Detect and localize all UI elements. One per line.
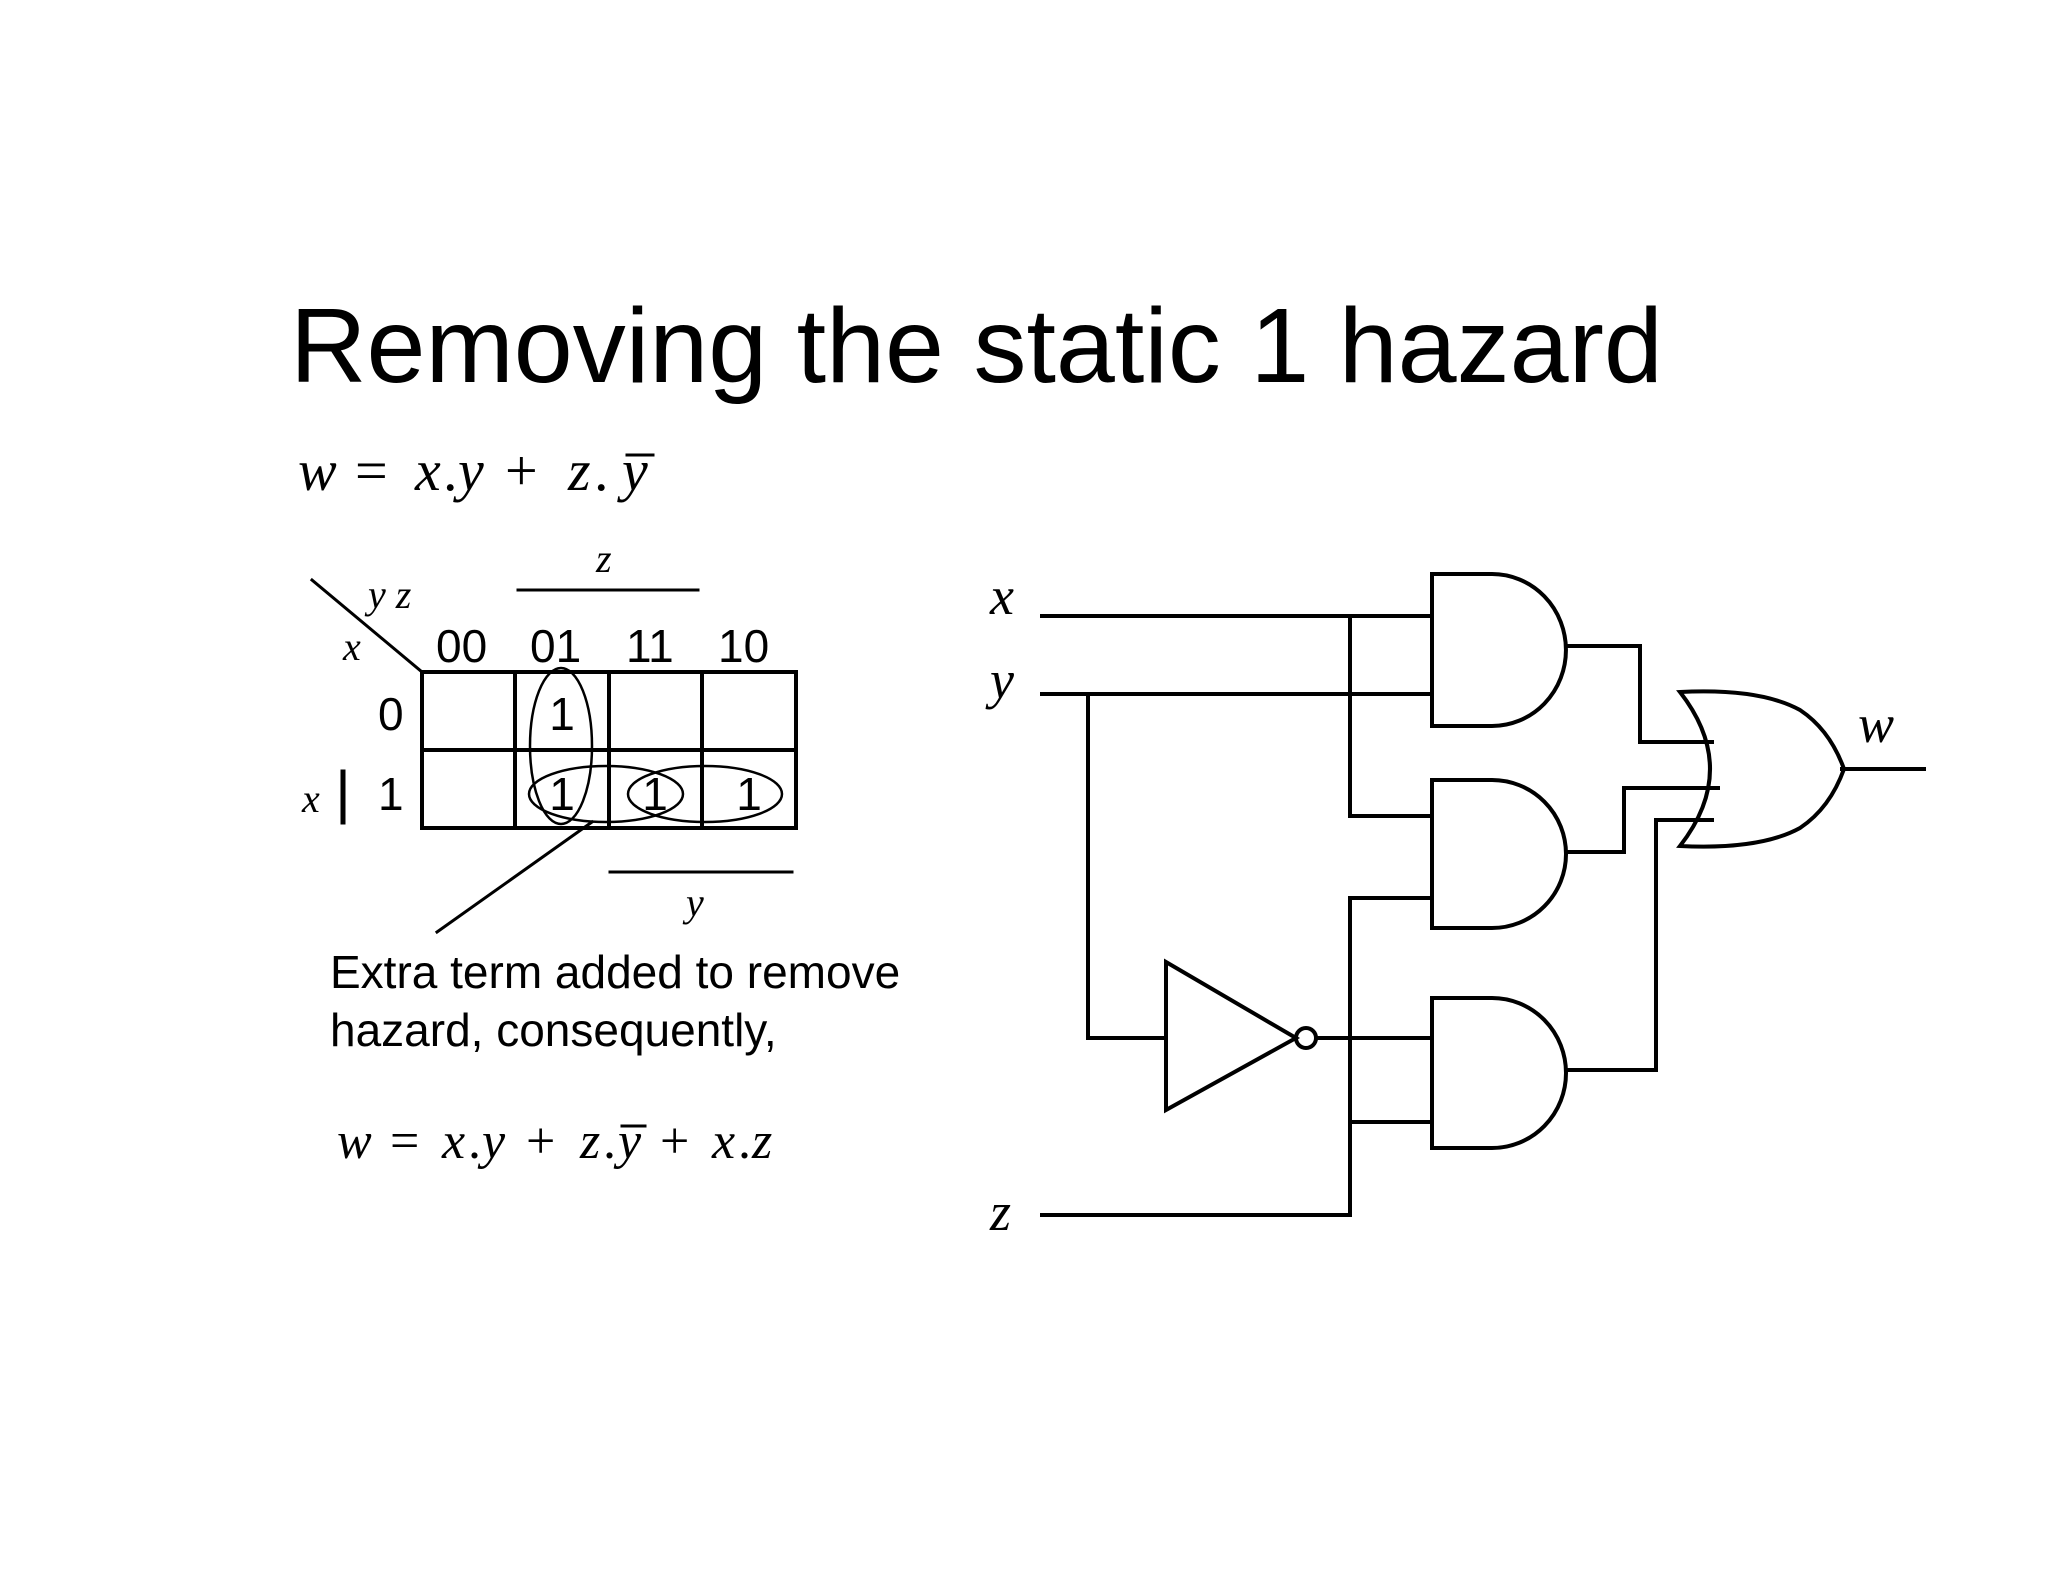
eq2-z1: z [579, 1113, 600, 1170]
svg-text:z: z [579, 1113, 600, 1170]
logic-circuit: x y z w [985, 566, 1926, 1242]
svg-text:y: y [617, 438, 648, 503]
eq1-plus: + [505, 438, 538, 503]
kmap-pointer-line [434, 819, 595, 935]
equation-corrected: w = x . y + z . y + x . z [337, 1113, 772, 1170]
eq1-w: w [298, 438, 337, 503]
note-line-2: hazard, consequently, [330, 1004, 777, 1056]
kmap-col-header: 11 [626, 620, 674, 672]
kmap-z-label: z [595, 536, 612, 581]
svg-text:=: = [355, 438, 388, 503]
eq2-x2: x [711, 1113, 735, 1170]
svg-text:.: . [443, 438, 458, 503]
svg-text:z: z [567, 438, 591, 503]
eq2-equals: = [390, 1113, 419, 1170]
eq2-dot2: . [603, 1113, 616, 1170]
and-gate-xy [1430, 572, 1568, 728]
svg-text:y: y [453, 438, 484, 503]
svg-text:x: x [711, 1113, 735, 1170]
kmap-col-header: 00 [436, 620, 487, 672]
svg-text:+: + [660, 1113, 689, 1170]
and-gate-xz [1430, 778, 1568, 930]
svg-text:.: . [603, 1113, 616, 1170]
and-gate-z-ybar [1430, 996, 1568, 1150]
kmap-cell: 1 [549, 768, 575, 820]
kmap-x-side-label: x [301, 776, 320, 821]
circuit-input-z: z [989, 1182, 1011, 1242]
eq2-w: w [337, 1113, 372, 1170]
equation-original: w = x . y + z . y [298, 438, 655, 503]
kmap-y-label: y [682, 880, 704, 925]
kmap-col-header: 10 [718, 620, 769, 672]
eq1-x: x [414, 438, 441, 503]
eq2-x1: x [441, 1113, 465, 1170]
svg-text:+: + [505, 438, 538, 503]
eq2-dot3: . [738, 1113, 751, 1170]
eq2-plus2: + [660, 1113, 689, 1170]
svg-text:=: = [390, 1113, 419, 1170]
circuit-input-x: x [989, 566, 1014, 626]
svg-text:x: x [414, 438, 441, 503]
inverter-gate [1164, 958, 1301, 1114]
svg-text:.: . [594, 438, 609, 503]
note-line-1: Extra term added to remove [330, 946, 900, 998]
eq1-z: z [567, 438, 591, 503]
svg-text:.: . [738, 1113, 751, 1170]
kmap-corner-yz: y z [364, 572, 412, 617]
or-gate [1676, 689, 1847, 849]
svg-text:w: w [298, 438, 337, 503]
eq1-ybar: y [617, 438, 648, 503]
kmap-corner-x: x [342, 624, 361, 669]
kmap-cell: 1 [549, 688, 575, 740]
eq2-dot1: . [468, 1113, 481, 1170]
kmap-row-header: 0 [378, 688, 404, 740]
eq1-y: y [453, 438, 484, 503]
eq1-dot2: . [594, 438, 609, 503]
circuit-wires [1040, 614, 1926, 1217]
kmap-group-vertical [528, 666, 594, 826]
eq2-y1: y [477, 1113, 506, 1170]
kmap-cell: 1 [736, 768, 762, 820]
karnaugh-map: y z x z y x 00 01 11 10 0 1 1 1 1 1 [301, 536, 798, 935]
slide-title: Removing the static 1 hazard [290, 287, 1663, 405]
kmap-row-header: 1 [378, 768, 404, 820]
svg-text:x: x [441, 1113, 465, 1170]
svg-text:z: z [751, 1113, 772, 1170]
svg-text:.: . [468, 1113, 481, 1170]
eq2-plus1: + [526, 1113, 555, 1170]
svg-text:y: y [613, 1113, 642, 1170]
eq2-z2: z [751, 1113, 772, 1170]
svg-text:+: + [526, 1113, 555, 1170]
circuit-output-w: w [1858, 694, 1894, 754]
eq1-equals: = [355, 438, 388, 503]
eq1-dot1: . [443, 438, 458, 503]
svg-text:y: y [477, 1113, 506, 1170]
kmap-group-xy [527, 764, 685, 824]
kmap-corner-diagonal [309, 577, 425, 675]
svg-text:w: w [337, 1113, 372, 1170]
kmap-group-xz [626, 764, 784, 824]
eq2-ybar: y [613, 1113, 642, 1170]
kmap-col-header: 01 [530, 620, 581, 672]
inverter-bubble [1294, 1026, 1318, 1050]
circuit-input-y: y [985, 650, 1014, 710]
